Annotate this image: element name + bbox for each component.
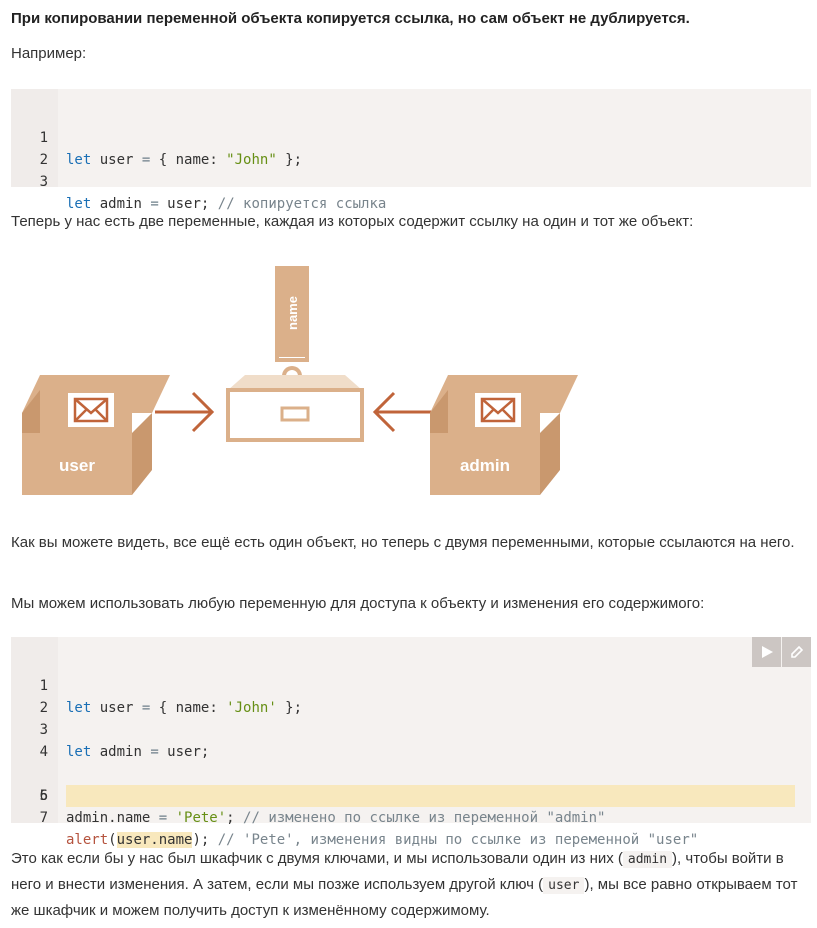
- inline-code-user: user: [543, 877, 585, 894]
- code-line: 7 alert(user.name); // 'Pete', изменения…: [39, 810, 699, 848]
- code-line: 1 let user = { name: 'John' };: [39, 678, 303, 716]
- line-numbers-gutter: [11, 637, 58, 823]
- pencil-icon: [790, 645, 803, 658]
- admin-variable-box: [430, 375, 578, 495]
- two-variables-text: Теперь у нас есть две переменные, каждая…: [11, 213, 694, 230]
- line-numbers-gutter: [11, 89, 58, 187]
- example-label: Например:: [11, 45, 87, 62]
- code-line: 2: [39, 700, 48, 716]
- user-box-label: user: [59, 456, 95, 475]
- modify-text: Мы можем использовать любую переменную д…: [11, 595, 705, 612]
- object-drawer-box: [226, 266, 364, 442]
- diagram-svg: user name: [22, 266, 578, 495]
- envelope-icon: [73, 397, 109, 423]
- code-line-highlighted: 5 admin.name = 'Pete'; // изменено по сс…: [11, 741, 811, 826]
- one-object-text: Как вы можете видеть, все ещё есть один …: [11, 534, 795, 551]
- code-block-2[interactable]: 1 let user = { name: 'John' }; 2 3 let a…: [11, 637, 811, 848]
- edit-button[interactable]: [782, 637, 811, 667]
- arrow-left-icon: [372, 391, 432, 433]
- highlighted-expression: user.name: [116, 832, 193, 848]
- code-line: 3 let admin = user; // копируется ссылка: [39, 174, 387, 212]
- line-highlight: [66, 785, 795, 807]
- inline-code-admin: admin: [622, 851, 673, 868]
- intro-bold-text: При копировании переменной объекта копир…: [11, 10, 690, 27]
- locker-analogy-text: Это как если бы у нас был шкафчик с двум…: [11, 850, 798, 919]
- code-line: 6: [39, 788, 48, 804]
- code-block-1[interactable]: 1 let user = { name: "John" }; 2 3 let a…: [11, 89, 811, 212]
- code-line: 1 let user = { name: "John" };: [39, 130, 303, 168]
- reference-diagram: user name: [0, 255, 817, 510]
- code-line: 3 let admin = user;: [39, 722, 210, 760]
- arrow-right-icon: [155, 391, 215, 433]
- envelope-icon: [480, 397, 516, 423]
- user-variable-box: [22, 375, 170, 495]
- code-line: 2: [39, 152, 48, 168]
- run-button[interactable]: [752, 637, 781, 667]
- object-tab-label: name: [285, 296, 300, 330]
- code-line: 4: [39, 744, 48, 760]
- admin-box-label: admin: [460, 456, 510, 475]
- play-icon: [761, 646, 773, 658]
